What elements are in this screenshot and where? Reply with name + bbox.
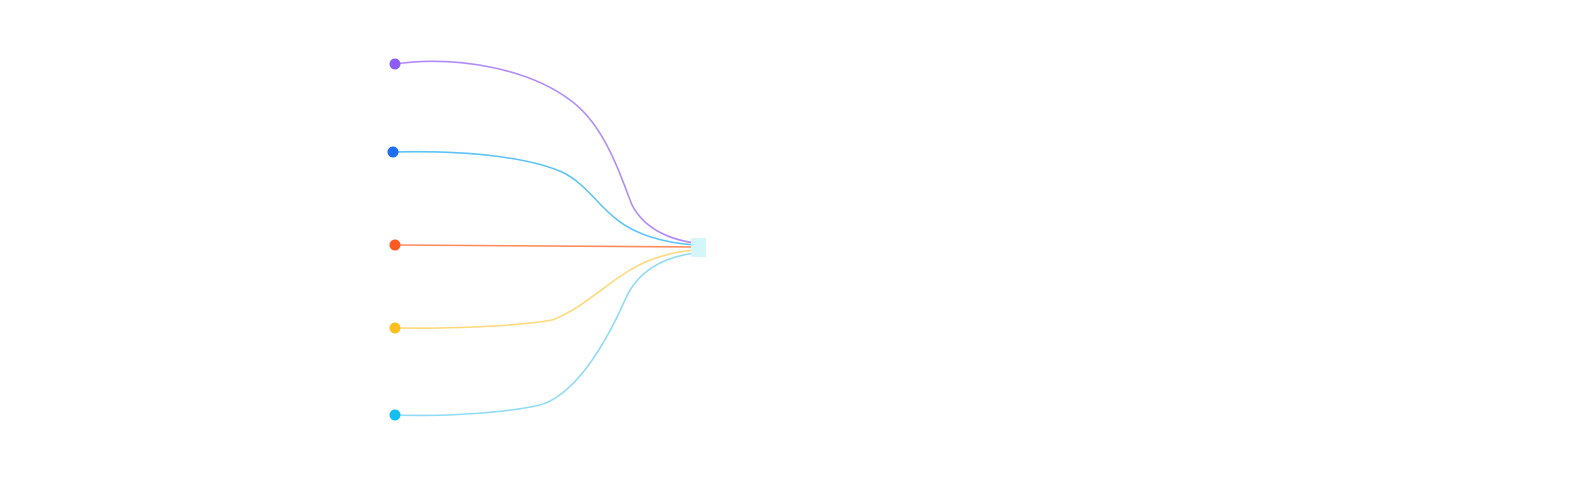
edge-blue: [392, 150, 696, 246]
source-node-purple[interactable]: [389, 58, 401, 70]
edge-cyan: [394, 252, 696, 417]
source-node-orange[interactable]: [389, 239, 401, 251]
source-node-cyan[interactable]: [389, 409, 401, 421]
edge-purple: [394, 60, 696, 244]
hub-node[interactable]: [691, 238, 706, 257]
source-nodes-layer: [387, 58, 401, 421]
edge-orange: [394, 244, 696, 248]
source-node-blue[interactable]: [387, 146, 399, 158]
source-node-yellow[interactable]: [389, 322, 401, 334]
edges-layer: [392, 60, 696, 417]
edge-yellow: [394, 249, 696, 329]
